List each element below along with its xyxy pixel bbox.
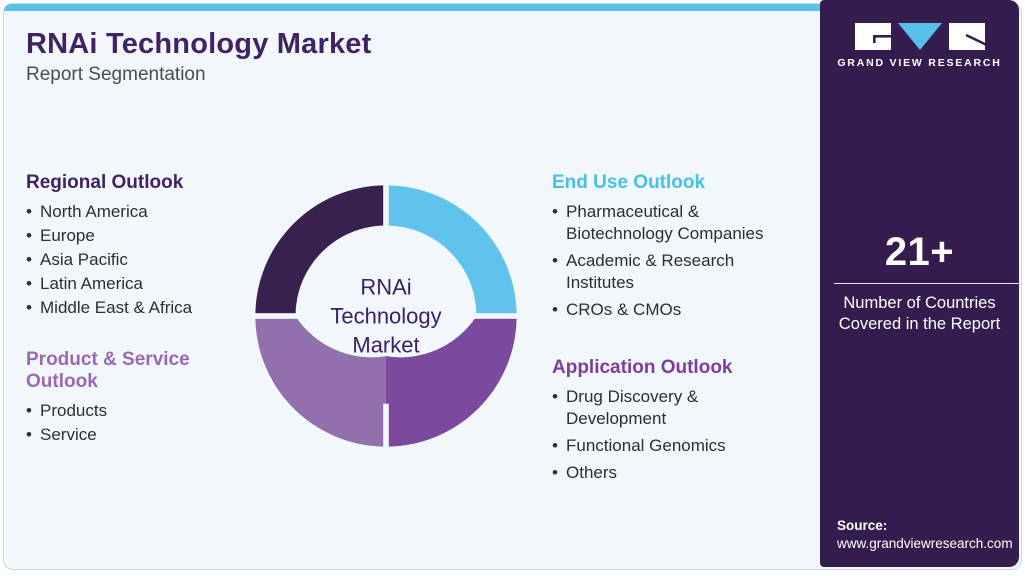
- list-item-label: Europe: [40, 226, 95, 245]
- bullet-icon: •: [26, 250, 32, 269]
- list-item-label: Service: [40, 425, 97, 444]
- list-item: • Service: [26, 424, 244, 446]
- segment-gap-top: [383, 182, 389, 229]
- end-use-outlook-heading: End Use Outlook: [552, 172, 706, 193]
- list-item-label: Academic & Research Institutes: [566, 251, 735, 292]
- list-item: • Asia Pacific: [26, 249, 244, 271]
- donut-center-label: RNAi Technology Market: [330, 274, 442, 358]
- stat-divider: [834, 283, 1019, 284]
- bullet-icon: •: [26, 298, 32, 317]
- donut-segment-application: [386, 316, 517, 447]
- top-accent-bar: [4, 4, 824, 11]
- list-item-label: Pharmaceutical & Biotechnology Companies: [566, 202, 764, 243]
- right-column: End Use Outlook • Pharmaceutical & Biotec…: [552, 172, 824, 489]
- list-item-label: CROs & CMOs: [566, 300, 682, 319]
- bullet-icon: •: [26, 274, 32, 293]
- section-regional-outlook: Regional Outlook • North America • Europe …: [26, 172, 244, 319]
- regional-outlook-list: • North America • Europe • Asia Pacific • La…: [26, 201, 244, 319]
- gvr-logo-icon: [854, 23, 992, 50]
- list-item: • Europe: [26, 225, 244, 247]
- countries-stat: 21+ Number of Countries Covered in the R…: [820, 230, 1019, 335]
- bullet-icon: •: [26, 226, 32, 245]
- bullet-icon: •: [552, 463, 558, 482]
- stat-value: 21+: [884, 230, 955, 274]
- page-title: RNAi Technology Market: [26, 28, 372, 60]
- list-item: • Drug Discovery & Development: [552, 386, 824, 430]
- bullet-icon: •: [552, 436, 558, 455]
- bullet-icon: •: [552, 251, 558, 270]
- page-subtitle: Report Segmentation: [26, 64, 206, 85]
- list-item: • Latin America: [26, 273, 244, 295]
- list-item: • Functional Genomics: [552, 435, 824, 457]
- source-label: Source:: [837, 518, 888, 533]
- sidebar-panel: GRAND VIEW RESEARCH 21+ Number of Countr…: [820, 0, 1019, 567]
- list-item-label: North America: [40, 202, 148, 221]
- list-item: • Products: [26, 400, 244, 422]
- left-column: Regional Outlook • North America • Europe …: [26, 172, 244, 448]
- bullet-icon: •: [26, 401, 32, 420]
- donut-chart-svg: [252, 182, 520, 450]
- product-service-outlook-list: • Products • Service: [26, 400, 244, 446]
- list-item: • Others: [552, 462, 824, 484]
- application-outlook-list: • Drug Discovery & Development • Functiona…: [552, 386, 824, 484]
- list-item-label: Latin America: [40, 274, 143, 293]
- segment-gap-right: [473, 313, 520, 319]
- list-item: • Middle East & Africa: [26, 297, 244, 319]
- list-item-label: Middle East & Africa: [40, 298, 193, 317]
- bullet-icon: •: [26, 202, 32, 221]
- regional-outlook-heading: Regional Outlook: [26, 172, 184, 193]
- end-use-outlook-list: • Pharmaceutical & Biotechnology Companie…: [552, 201, 824, 321]
- source-url-link[interactable]: www.grandviewresearch.com: [837, 536, 1013, 551]
- gvr-logo-text: GRAND VIEW RESEARCH: [837, 57, 1002, 69]
- list-item-label: Products: [40, 401, 108, 420]
- list-item: • Pharmaceutical & Biotechnology Companie…: [552, 201, 824, 245]
- segment-gap-left: [252, 313, 299, 319]
- list-item-label: Functional Genomics: [566, 436, 726, 455]
- gvr-logo: GRAND VIEW RESEARCH: [820, 22, 1019, 69]
- section-product-service-outlook: Product & Service Outlook • Products • Ser…: [26, 349, 244, 446]
- donut-segment-regional: [255, 185, 386, 316]
- stat-label: Number of Countries Covered in the Repor…: [838, 294, 1001, 333]
- list-item-label: Others: [566, 463, 618, 482]
- source-block: Source: www.grandviewresearch.com: [837, 518, 1013, 551]
- section-application-outlook: Application Outlook • Drug Discovery & De…: [552, 357, 824, 484]
- application-outlook-heading: Application Outlook: [552, 357, 733, 378]
- donut-segment-product-service: [255, 316, 386, 447]
- bullet-icon: •: [552, 202, 558, 221]
- list-item: • Academic & Research Institutes: [552, 250, 824, 294]
- list-item-label: Drug Discovery & Development: [566, 387, 699, 428]
- donut-chart: RNAi Technology Market: [246, 176, 526, 456]
- section-end-use-outlook: End Use Outlook • Pharmaceutical & Biotec…: [552, 172, 824, 321]
- segment-gap-bottom: [383, 403, 389, 450]
- list-item: • North America: [26, 201, 244, 223]
- product-service-outlook-heading: Product & Service Outlook: [26, 349, 190, 392]
- donut-segment-end-use: [386, 185, 517, 316]
- bullet-icon: •: [26, 425, 32, 444]
- bullet-icon: •: [552, 387, 558, 406]
- list-item: • CROs & CMOs: [552, 299, 824, 321]
- bullet-icon: •: [552, 300, 558, 319]
- list-item-label: Asia Pacific: [40, 250, 128, 269]
